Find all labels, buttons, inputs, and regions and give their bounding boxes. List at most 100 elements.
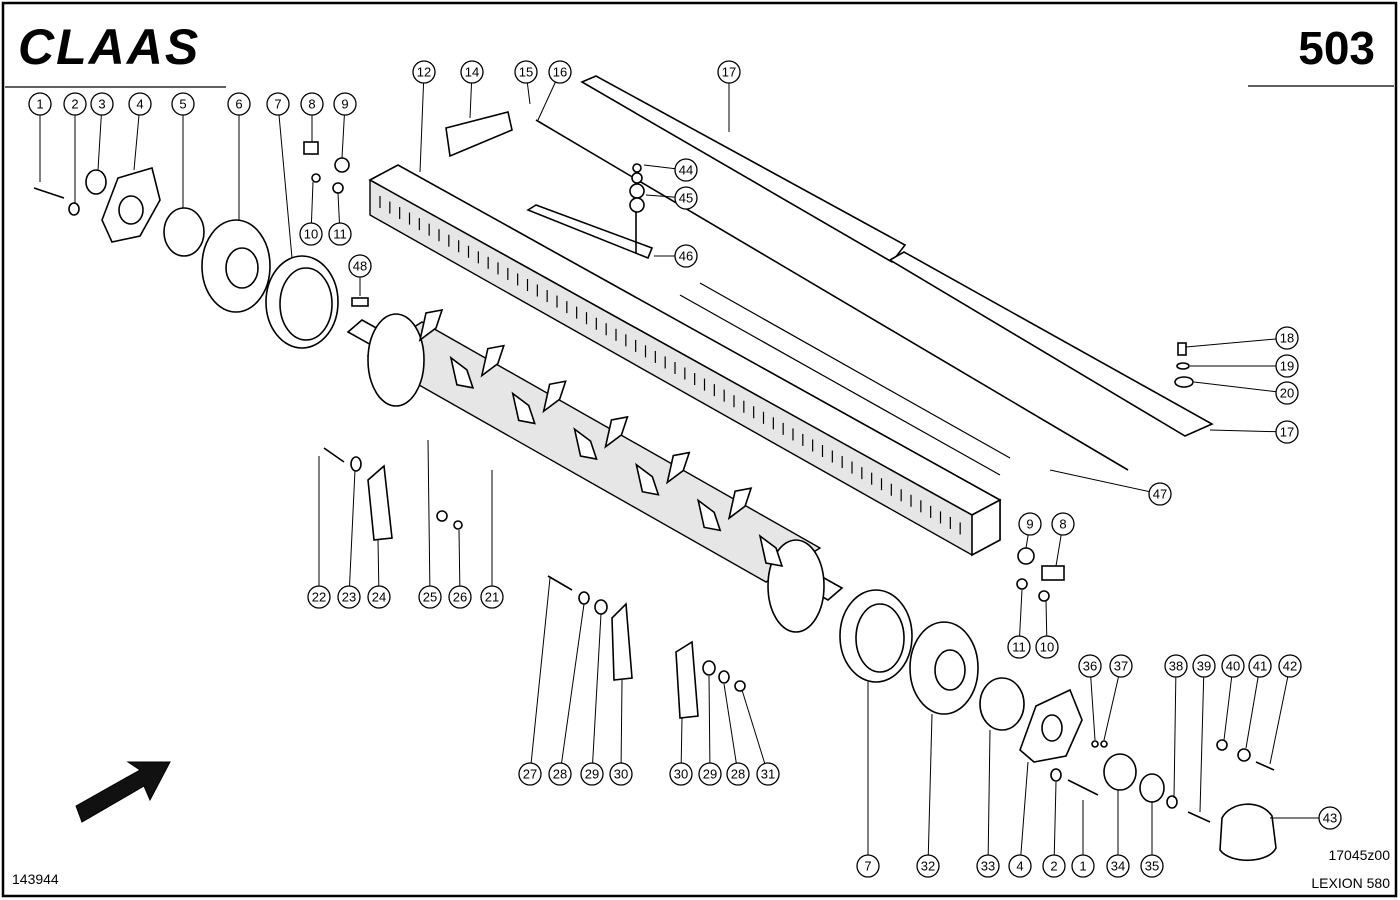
callout-25[interactable]: 25: [418, 585, 442, 609]
callout-1[interactable]: 1: [28, 92, 52, 116]
callout-number: 5: [179, 97, 186, 112]
callout-29[interactable]: 29: [580, 762, 604, 786]
cover-43: [1219, 803, 1277, 861]
callout-44[interactable]: 44: [674, 158, 698, 182]
callout-33[interactable]: 33: [976, 854, 1000, 878]
callout-9[interactable]: 9: [333, 92, 357, 116]
washer-29-right: [702, 660, 716, 676]
callout-number: 9: [341, 97, 348, 112]
callout-36[interactable]: 36: [1078, 654, 1102, 678]
callout-15[interactable]: 15: [514, 60, 538, 84]
callout-circle: [1278, 654, 1302, 678]
callout-30[interactable]: 30: [609, 762, 633, 786]
leader-line: [277, 103, 293, 259]
drawing-code: 17045z00: [1328, 847, 1390, 863]
callout-24[interactable]: 24: [367, 585, 391, 609]
callout-46[interactable]: 46: [674, 244, 698, 268]
callout-number: 36: [1083, 659, 1097, 674]
leader-line: [1199, 665, 1205, 813]
callout-16[interactable]: 16: [548, 60, 572, 84]
callout-27[interactable]: 27: [518, 762, 542, 786]
callout-circle: [548, 762, 572, 786]
callout-number: 38: [1169, 659, 1183, 674]
leader-line: [987, 729, 991, 867]
callout-number: 47: [1153, 487, 1167, 502]
callout-number: 16: [553, 65, 567, 80]
callout-7[interactable]: 7: [266, 92, 290, 116]
leader-line: [529, 577, 551, 775]
callout-28[interactable]: 28: [726, 762, 750, 786]
callout-14[interactable]: 14: [460, 60, 484, 84]
callout-2[interactable]: 2: [63, 92, 87, 116]
callout-47[interactable]: 47: [1148, 482, 1172, 506]
callout-45[interactable]: 45: [674, 186, 698, 210]
leader-line: [741, 689, 769, 775]
callout-8[interactable]: 8: [1051, 512, 1075, 536]
callout-number: 46: [679, 249, 693, 264]
callout-42[interactable]: 42: [1278, 654, 1302, 678]
callout-20[interactable]: 20: [1275, 381, 1299, 405]
callout-6[interactable]: 6: [227, 92, 251, 116]
callout-9[interactable]: 9: [1018, 512, 1042, 536]
callout-number: 8: [1059, 517, 1066, 532]
callout-22[interactable]: 22: [307, 585, 331, 609]
callout-number: 8: [308, 97, 315, 112]
callout-circle: [307, 585, 331, 609]
callout-29[interactable]: 29: [698, 762, 722, 786]
callout-circle: [976, 854, 1000, 878]
callout-40[interactable]: 40: [1221, 654, 1245, 678]
ring-7-left-inner: [279, 267, 333, 341]
callout-41[interactable]: 41: [1248, 654, 1272, 678]
callout-circle: [28, 92, 52, 116]
callout-19[interactable]: 19: [1275, 354, 1299, 378]
callout-circle: [1051, 512, 1075, 536]
callout-34[interactable]: 34: [1106, 854, 1130, 878]
callout-number: 1: [36, 97, 43, 112]
callout-2[interactable]: 2: [1042, 854, 1066, 878]
callout-5[interactable]: 5: [171, 92, 195, 116]
callout-11[interactable]: 11: [328, 222, 352, 246]
callout-4[interactable]: 4: [128, 92, 152, 116]
callout-10[interactable]: 10: [1035, 635, 1059, 659]
callout-7[interactable]: 7: [856, 854, 880, 878]
washer-9-right: [1017, 547, 1035, 565]
callout-39[interactable]: 39: [1192, 654, 1216, 678]
callout-circle: [299, 222, 323, 246]
callout-1[interactable]: 1: [1071, 854, 1095, 878]
callout-12[interactable]: 12: [412, 60, 436, 84]
callout-circle: [674, 186, 698, 210]
callout-28[interactable]: 28: [548, 762, 572, 786]
callout-number: 17: [1280, 425, 1294, 440]
callout-number: 9: [1026, 517, 1033, 532]
callout-23[interactable]: 23: [337, 585, 361, 609]
callout-31[interactable]: 31: [756, 762, 780, 786]
callout-3[interactable]: 3: [90, 92, 114, 116]
callout-number: 34: [1111, 859, 1125, 874]
callout-number: 15: [519, 65, 533, 80]
callout-35[interactable]: 35: [1140, 854, 1164, 878]
callout-10[interactable]: 10: [299, 222, 323, 246]
callout-32[interactable]: 32: [916, 854, 940, 878]
rotor-blade: [604, 415, 629, 449]
callout-18[interactable]: 18: [1275, 326, 1299, 350]
callout-38[interactable]: 38: [1164, 654, 1188, 678]
callout-21[interactable]: 21: [480, 585, 504, 609]
callout-30[interactable]: 30: [669, 762, 693, 786]
footer-left-code: 143944: [12, 871, 59, 887]
callout-48[interactable]: 48: [348, 254, 372, 278]
washer-45a: [629, 183, 645, 199]
washer-41: [1237, 748, 1251, 762]
rotor-blade: [449, 355, 475, 389]
callout-number: 28: [553, 767, 567, 782]
callout-17[interactable]: 17: [1275, 420, 1299, 444]
callout-26[interactable]: 26: [448, 585, 472, 609]
callout-4[interactable]: 4: [1008, 854, 1032, 878]
callout-17[interactable]: 17: [717, 60, 741, 84]
bolt-27: [547, 575, 573, 591]
callout-11[interactable]: 11: [1007, 635, 1031, 659]
callout-43[interactable]: 43: [1318, 806, 1342, 830]
callout-8[interactable]: 8: [300, 92, 324, 116]
callout-circle: [1035, 635, 1059, 659]
callout-37[interactable]: 37: [1109, 654, 1133, 678]
